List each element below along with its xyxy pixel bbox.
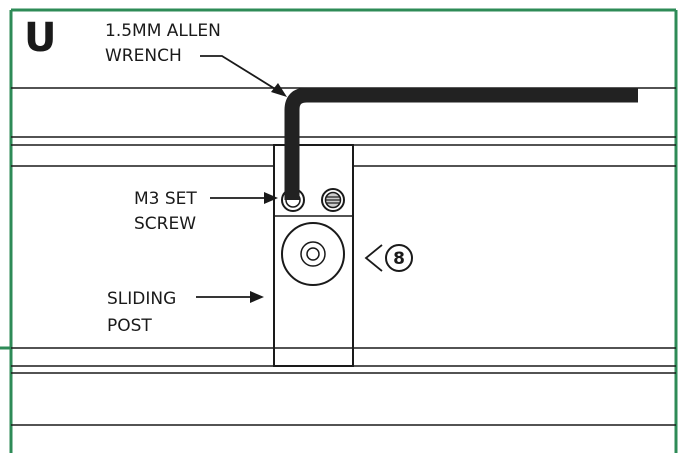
part-number: 8 [393,249,405,269]
bearing [281,222,345,286]
sliding-post-label-line1: SLIDING [107,289,176,309]
sliding-post-label-line2: POST [107,316,152,336]
step-letter: U [24,15,56,61]
wrench-label-line2: WRENCH [105,46,182,66]
set-screw-label-line1: M3 SET [134,189,197,209]
set-screw-arrowhead [264,192,278,204]
wrench-label-line1: 1.5MM ALLEN [105,21,221,41]
set-screw-label-line2: SCREW [134,214,196,234]
sliding-post-arrowhead [250,291,264,303]
part-callout: 8 [364,244,413,272]
allen-wrench [284,87,638,200]
frame [0,8,678,453]
set-screw-right [321,188,345,212]
wrench-leader-arrow [200,55,281,93]
wrench-arrowhead [271,83,287,97]
